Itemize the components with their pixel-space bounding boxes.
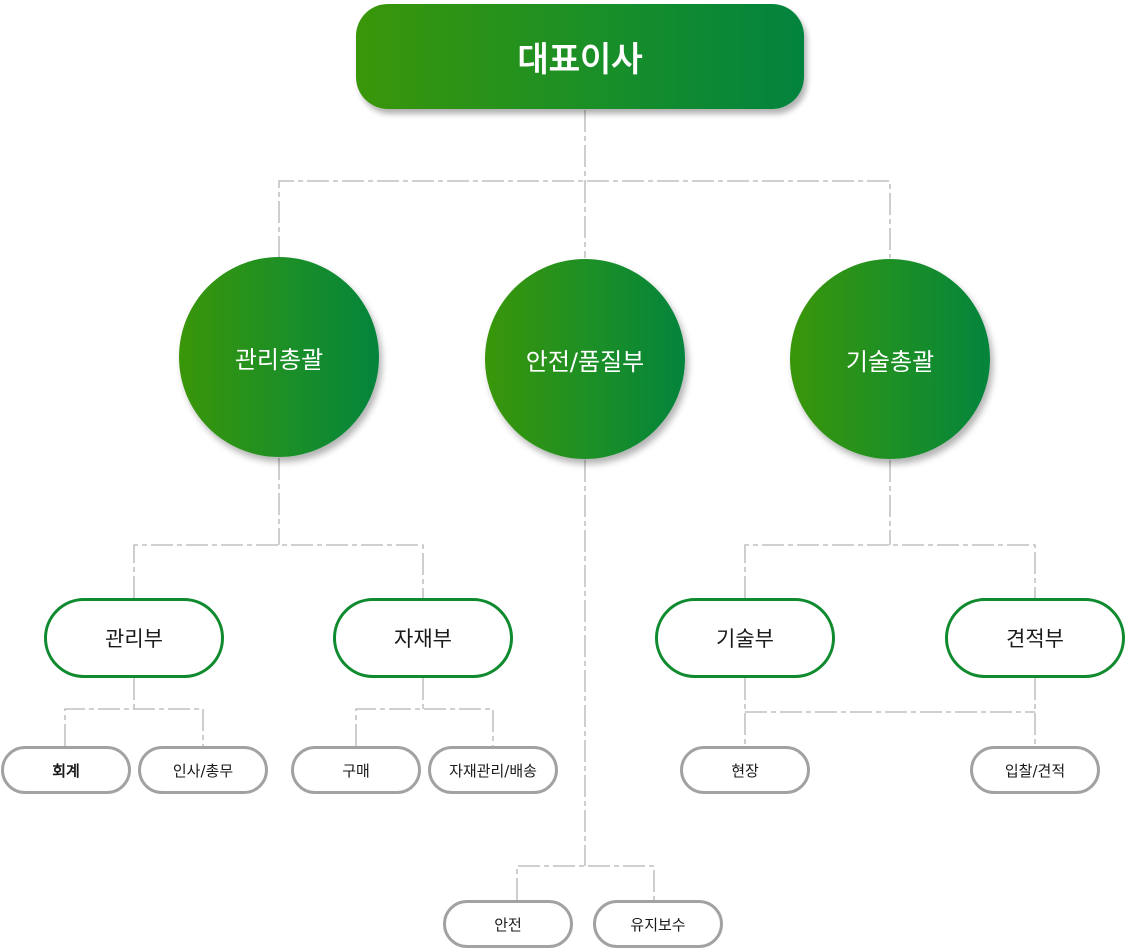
division-technology: 기술총괄 bbox=[790, 259, 990, 459]
connector-ceo-divisions bbox=[278, 110, 891, 258]
connector-safety-teams bbox=[516, 460, 655, 900]
connector-materials-teams bbox=[355, 678, 494, 746]
team-safety: 안전 bbox=[443, 900, 573, 948]
division-safety-quality: 안전/품질부 bbox=[485, 259, 685, 459]
department-admin: 관리부 bbox=[44, 598, 224, 678]
department-materials: 자재부 bbox=[333, 598, 513, 678]
team-hr-general-affairs: 인사/총무 bbox=[138, 746, 268, 794]
team-purchasing: 구매 bbox=[291, 746, 421, 794]
department-technical: 기술부 bbox=[655, 598, 835, 678]
team-field: 현장 bbox=[680, 746, 810, 794]
ceo-node: 대표이사 bbox=[356, 4, 804, 109]
team-material-delivery: 자재관리/배송 bbox=[428, 746, 558, 794]
connector-tech-teams bbox=[744, 678, 1036, 746]
team-bidding-estimation: 입찰/견적 bbox=[970, 746, 1100, 794]
division-management: 관리총괄 bbox=[179, 257, 379, 457]
team-accounting: 회계 bbox=[1, 746, 131, 794]
department-estimation: 견적부 bbox=[945, 598, 1125, 678]
connector-tech-departments bbox=[744, 460, 1036, 598]
team-maintenance: 유지보수 bbox=[593, 900, 723, 948]
connector-management-departments bbox=[133, 458, 424, 598]
connector-admin-teams bbox=[64, 678, 204, 746]
